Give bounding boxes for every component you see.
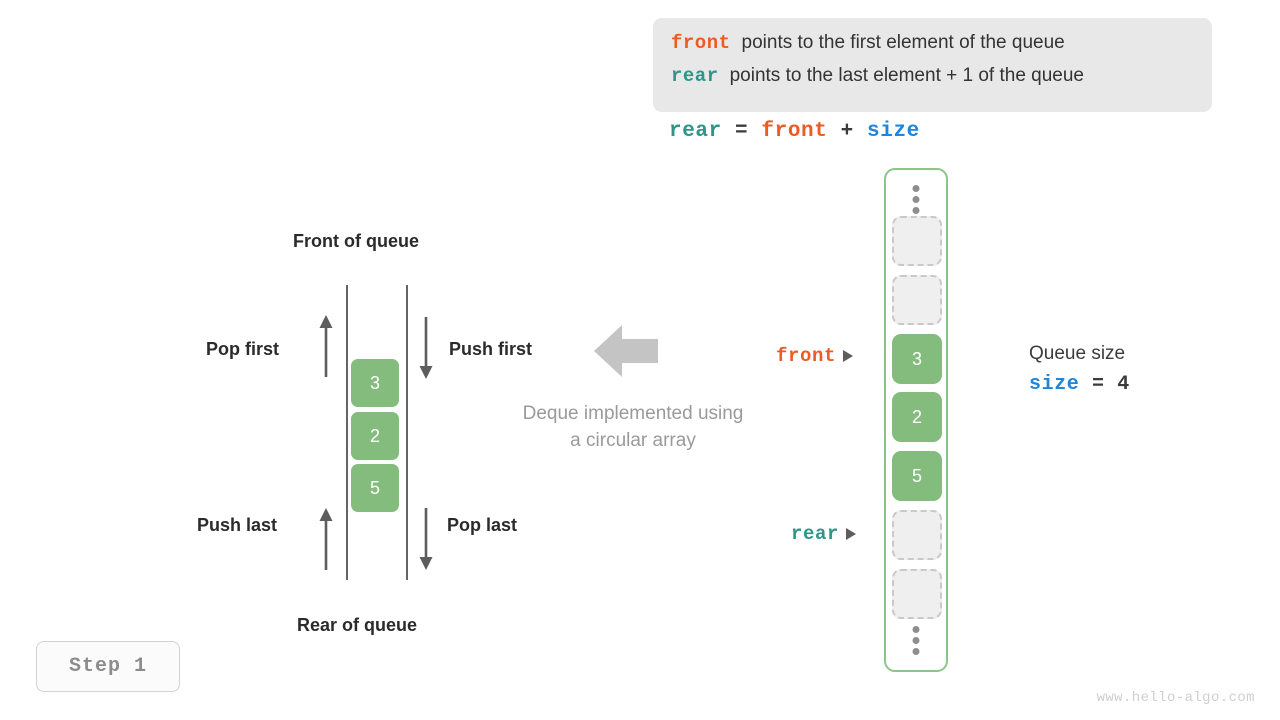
array-slot: 5	[892, 451, 942, 501]
label-push-first: Push first	[449, 339, 533, 359]
formula-equals: =	[721, 120, 762, 143]
arrow-up-push-last-icon	[319, 508, 333, 570]
formula-rear-equals-front-plus-size: rear = front + size	[669, 120, 920, 143]
formula-rear: rear	[669, 120, 722, 143]
arrow-down-push-first-icon	[419, 317, 433, 379]
caption-line-1: Deque implemented using	[522, 403, 744, 424]
deque-cell: 2	[351, 412, 399, 460]
queue-size-panel: Queue size size = 4	[1029, 343, 1130, 396]
formula-size: size	[867, 120, 920, 143]
watermark: www.hello-algo.com	[1096, 690, 1255, 706]
pointer-rear-arrow-icon	[846, 528, 857, 540]
info-box: front points to the first element of the…	[653, 18, 1212, 112]
arrow-down-pop-last-icon	[419, 508, 433, 570]
queue-size-var: size	[1029, 373, 1080, 396]
circular-array-container: 3 2 5	[884, 168, 948, 672]
array-slot	[892, 510, 942, 560]
label-pop-first: Pop first	[206, 339, 280, 359]
keyword-front: front	[671, 32, 731, 54]
deque-cell: 3	[351, 359, 399, 407]
pointer-rear: rear	[791, 523, 857, 545]
rear-of-queue-label: Rear of queue	[297, 615, 418, 635]
info-line-rear: rear points to the last element + 1 of t…	[671, 65, 1194, 98]
array-slot	[892, 569, 942, 619]
queue-size-value: 4	[1117, 373, 1130, 396]
caption-line-2: a circular array	[570, 430, 696, 451]
array-slot	[892, 216, 942, 266]
ellipsis-bottom-icon	[912, 626, 920, 655]
queue-size-title: Queue size	[1029, 343, 1126, 364]
queue-size-expression: size = 4	[1029, 373, 1130, 396]
queue-size-equals: =	[1079, 373, 1118, 396]
info-text-rear: points to the last element + 1 of the qu…	[729, 65, 1084, 86]
arrow-up-pop-first-icon	[319, 315, 333, 377]
formula-front: front	[761, 120, 828, 143]
big-left-arrow-icon	[594, 325, 658, 377]
pointer-front-label: front	[776, 345, 837, 367]
keyword-rear: rear	[671, 65, 719, 87]
step-badge: Step 1	[36, 641, 180, 692]
deque-guide-line-left	[346, 285, 348, 580]
array-slot: 3	[892, 334, 942, 384]
deque-cell: 5	[351, 464, 399, 512]
label-push-last: Push last	[197, 515, 278, 535]
deque-caption: Deque implemented using a circular array	[483, 400, 783, 454]
deque-guide-line-right	[406, 285, 408, 580]
front-of-queue-label: Front of queue	[293, 231, 419, 251]
pointer-rear-label: rear	[791, 523, 840, 545]
label-pop-last: Pop last	[447, 515, 518, 535]
ellipsis-top-icon	[912, 185, 920, 214]
info-line-front: front points to the first element of the…	[671, 32, 1194, 65]
array-slot: 2	[892, 392, 942, 442]
info-text-front: points to the first element of the queue	[741, 32, 1065, 53]
pointer-front: front	[776, 345, 854, 367]
pointer-front-arrow-icon	[843, 350, 854, 362]
formula-plus: +	[827, 120, 868, 143]
array-slot	[892, 275, 942, 325]
